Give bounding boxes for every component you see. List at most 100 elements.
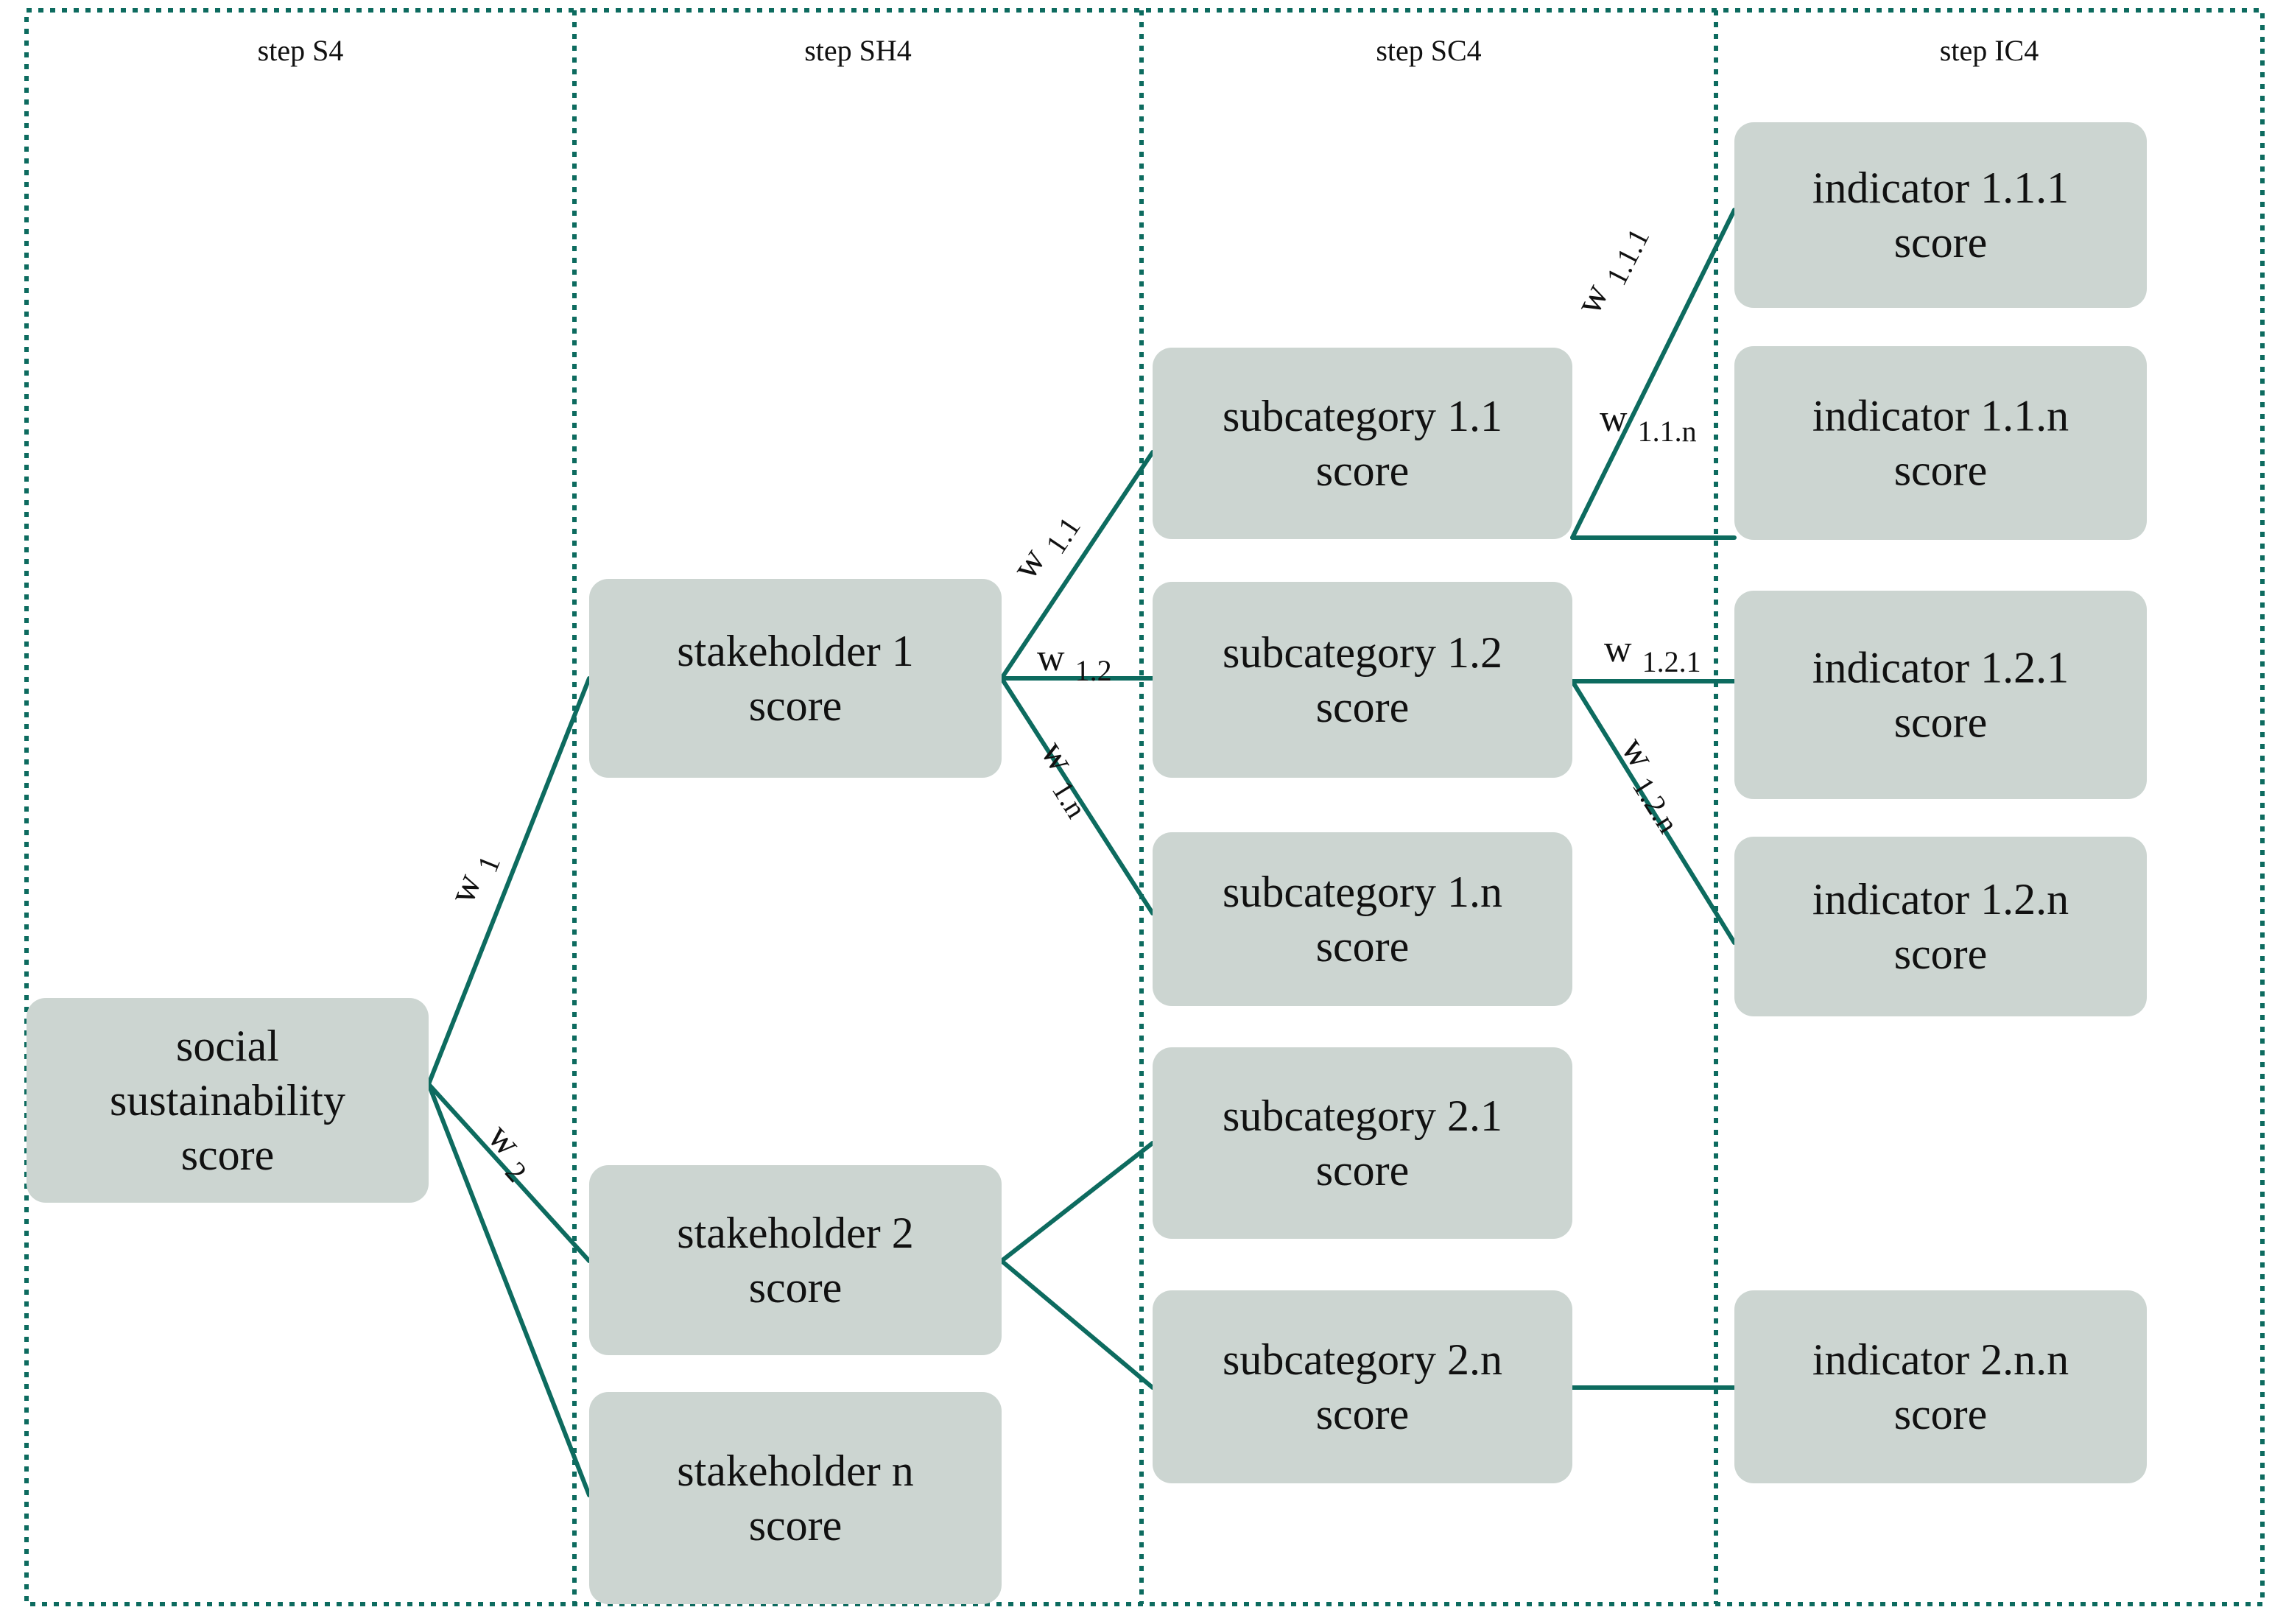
node-sh2[interactable]: stakeholder 2 score xyxy=(589,1165,1002,1355)
weight-label-text-w1: w1 xyxy=(440,845,507,913)
node-label-social: sustainability xyxy=(110,1076,345,1125)
weight-label-text-w11: w1.1 xyxy=(1004,502,1087,591)
weight-base-w12: w xyxy=(1037,637,1065,679)
node-sc21[interactable]: subcategory 2.1 score xyxy=(1153,1047,1572,1239)
node-label-ind111: score xyxy=(1894,218,1988,267)
node-box-sc11[interactable] xyxy=(1153,348,1572,539)
node-sc11[interactable]: subcategory 1.1 score xyxy=(1153,348,1572,539)
node-sc12[interactable]: subcategory 1.2 score xyxy=(1153,582,1572,778)
node-box-shn[interactable] xyxy=(589,1392,1002,1604)
node-ind121[interactable]: indicator 1.2.1 score xyxy=(1734,591,2147,799)
node-label-ind11n: score xyxy=(1894,446,1988,495)
column-header-s4: step S4 xyxy=(258,34,344,67)
node-label-ind2nn: indicator 2.n.n xyxy=(1812,1335,2069,1384)
node-label-sc21: subcategory 2.1 xyxy=(1223,1092,1502,1140)
weight-base-w12n: w xyxy=(1613,730,1663,776)
node-social[interactable]: social sustainability score xyxy=(27,998,429,1203)
node-label-sc12: score xyxy=(1316,683,1410,731)
node-label-sh1: stakeholder 1 xyxy=(677,627,914,675)
node-label-ind12n: score xyxy=(1894,929,1988,978)
column-header-sh4: step SH4 xyxy=(804,34,912,67)
column-header-sc4: step SC4 xyxy=(1376,34,1481,67)
weight-label-text-w111: w1.1.1 xyxy=(1567,215,1656,324)
weight-label-w1n: w1.n xyxy=(1025,734,1107,823)
node-box-ind111[interactable] xyxy=(1734,122,2147,308)
weight-base-w121: w xyxy=(1604,628,1632,670)
edge-e-social-shn xyxy=(426,1082,591,1497)
weight-base-w1: w xyxy=(440,868,490,910)
node-box-sc1n[interactable] xyxy=(1153,832,1572,1006)
node-shn[interactable]: stakeholder n score xyxy=(589,1392,1002,1604)
node-ind111[interactable]: indicator 1.1.1 score xyxy=(1734,122,2147,308)
weight-label-text-w2: w2 xyxy=(474,1116,546,1189)
node-label-shn: score xyxy=(749,1501,843,1550)
weight-label-text-w12n: w1.2.n xyxy=(1606,730,1699,839)
weight-label-w111: w1.1.1 xyxy=(1567,215,1656,324)
weight-label-w12: w 1.2 xyxy=(1037,637,1112,687)
weight-label-w1: w1 xyxy=(440,845,507,913)
node-box-ind121[interactable] xyxy=(1734,591,2147,799)
weight-base-w111: w xyxy=(1567,277,1617,321)
weight-subscript-w12: 1.2 xyxy=(1075,654,1112,687)
weight-subscript-w11: 1.1 xyxy=(1039,510,1087,560)
edge-e-sh1-sc1n xyxy=(999,676,1155,915)
frame-layer xyxy=(24,8,2265,1606)
node-label-sc11: subcategory 1.1 xyxy=(1223,392,1502,440)
node-sh1[interactable]: stakeholder 1 score xyxy=(589,579,1002,778)
node-label-sh1: score xyxy=(749,681,843,730)
node-label-ind121: indicator 1.2.1 xyxy=(1812,644,2069,692)
node-label-sc1n: score xyxy=(1316,922,1410,971)
weight-label-w12n: w1.2.n xyxy=(1606,730,1699,839)
node-label-social: score xyxy=(181,1131,275,1179)
node-ind11n[interactable]: indicator 1.1.n score xyxy=(1734,346,2147,540)
node-label-shn: stakeholder n xyxy=(677,1447,914,1495)
weight-subscript-w11n: 1.1.n xyxy=(1638,415,1697,448)
weight-subscript-w1: 1 xyxy=(471,851,507,876)
weight-label-w2: w2 xyxy=(474,1116,546,1189)
node-label-ind121: score xyxy=(1894,698,1988,747)
node-label-sh2: score xyxy=(749,1263,843,1312)
node-box-sc12[interactable] xyxy=(1153,582,1572,778)
weight-label-text-w1n: w1.n xyxy=(1025,734,1107,823)
edge-e-sh2-sc21 xyxy=(999,1141,1155,1263)
weight-subscript-w111: 1.1.1 xyxy=(1600,223,1656,291)
weight-label-text-w12: w 1.2 xyxy=(1037,637,1112,687)
node-box-sc21[interactable] xyxy=(1153,1047,1572,1239)
node-label-sh2: stakeholder 2 xyxy=(677,1209,914,1257)
node-box-sh2[interactable] xyxy=(589,1165,1002,1355)
node-label-sc1n: subcategory 1.n xyxy=(1223,868,1502,916)
node-box-social[interactable] xyxy=(27,998,429,1203)
node-box-ind11n[interactable] xyxy=(1734,346,2147,540)
node-box-sh1[interactable] xyxy=(589,579,1002,778)
edge-e-social-sh1 xyxy=(426,676,591,1086)
edge-e-sh2-sc2n xyxy=(999,1259,1155,1390)
node-box-ind12n[interactable] xyxy=(1734,837,2147,1016)
weight-subscript-w121: 1.2.1 xyxy=(1642,645,1701,678)
diagram-frame xyxy=(24,8,2265,1606)
node-label-ind11n: indicator 1.1.n xyxy=(1812,392,2069,440)
node-layer: social sustainability score stakeholder 1 sc… xyxy=(27,122,2147,1604)
node-box-sc2n[interactable] xyxy=(1153,1290,1572,1483)
edge-e-sc11-ind111 xyxy=(1570,208,1737,540)
edge-e-sh1-sc11 xyxy=(999,450,1155,681)
node-box-ind2nn[interactable] xyxy=(1734,1290,2147,1483)
node-label-sc12: subcategory 1.2 xyxy=(1223,628,1502,677)
edge-e-sc12-ind12n xyxy=(1570,679,1737,945)
node-label-sc11: score xyxy=(1316,446,1410,495)
node-sc1n[interactable]: subcategory 1.n score xyxy=(1153,832,1572,1006)
node-label-social: social xyxy=(176,1022,279,1070)
weight-subscript-w1n: 1.n xyxy=(1046,775,1094,823)
weight-label-w11: w1.1 xyxy=(1004,502,1087,591)
node-label-sc2n: score xyxy=(1316,1390,1410,1438)
weight-label-text-w121: w 1.2.1 xyxy=(1604,628,1701,678)
node-label-sc21: score xyxy=(1316,1146,1410,1195)
node-label-ind111: indicator 1.1.1 xyxy=(1812,164,2069,212)
